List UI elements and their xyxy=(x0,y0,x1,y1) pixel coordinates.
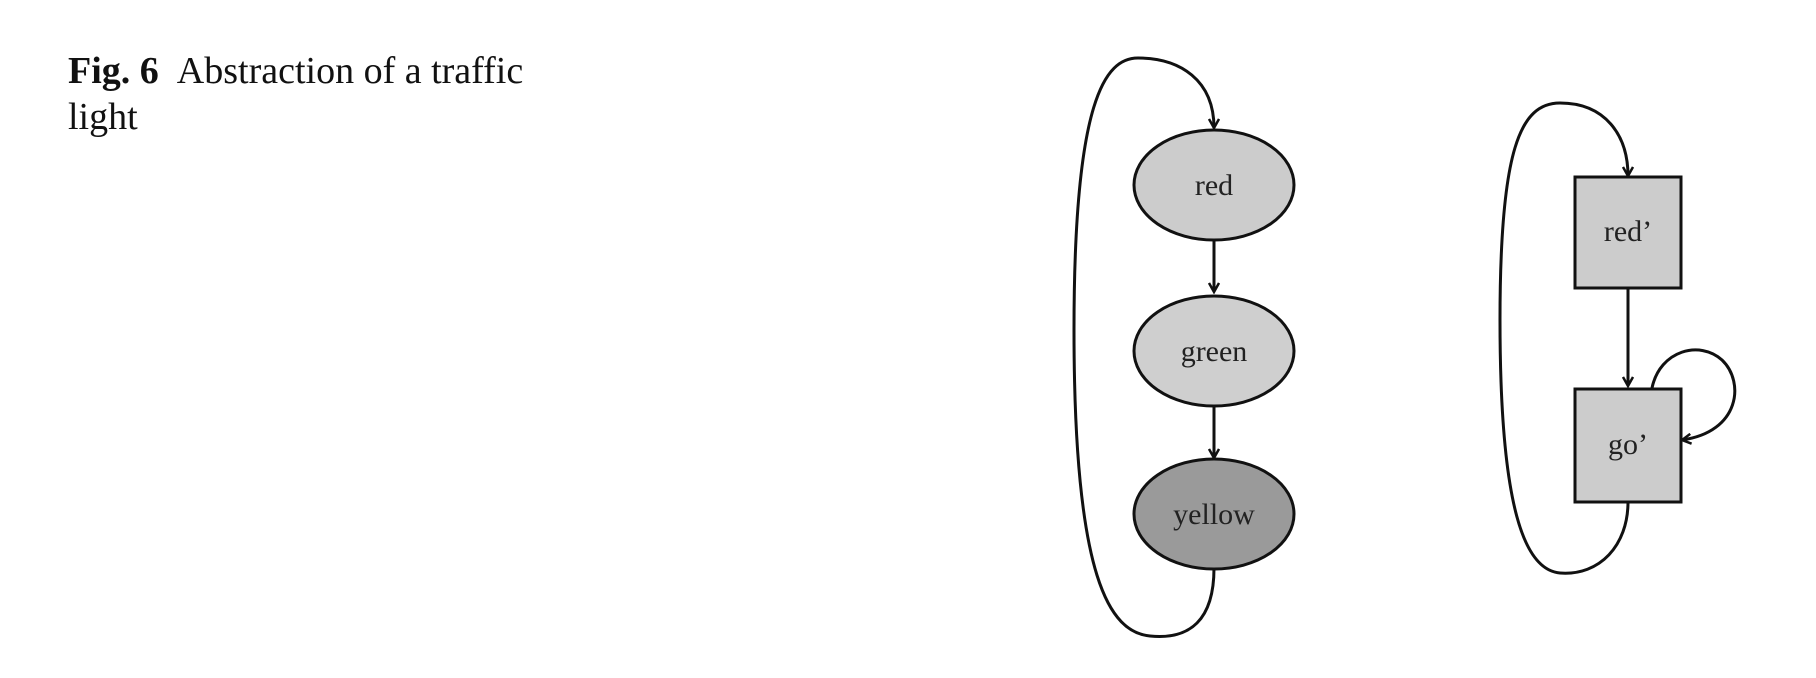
node-red-prime-shape xyxy=(1573,175,1683,290)
node-red-prime-label: red’ xyxy=(1604,215,1652,248)
node-red: red xyxy=(1132,128,1296,242)
node-go-prime-shape xyxy=(1573,387,1683,504)
edge-go-to-red xyxy=(1498,101,1628,575)
node-go-prime: go’ xyxy=(1573,387,1683,504)
node-yellow-label: yellow xyxy=(1173,498,1255,531)
node-red-shape xyxy=(1132,128,1296,242)
edge-go-prime-self-loop xyxy=(1650,348,1737,440)
node-go-prime-label: go’ xyxy=(1608,428,1648,461)
node-green: green xyxy=(1132,294,1296,408)
node-green-shape xyxy=(1132,294,1296,408)
node-yellow: yellow xyxy=(1132,457,1296,571)
right-graph: red’ go’ xyxy=(1498,101,1737,575)
figure-caption-text: Abstraction of a traffic light xyxy=(68,50,524,138)
node-yellow-shape xyxy=(1132,457,1296,571)
node-red-label: red xyxy=(1195,169,1233,202)
left-graph: red green yellow xyxy=(1072,56,1296,638)
node-green-label: green xyxy=(1181,335,1248,368)
node-red-prime: red’ xyxy=(1573,175,1683,290)
edge-yellow-to-red xyxy=(1072,56,1214,638)
figure-label: Fig. 6 xyxy=(68,50,159,92)
